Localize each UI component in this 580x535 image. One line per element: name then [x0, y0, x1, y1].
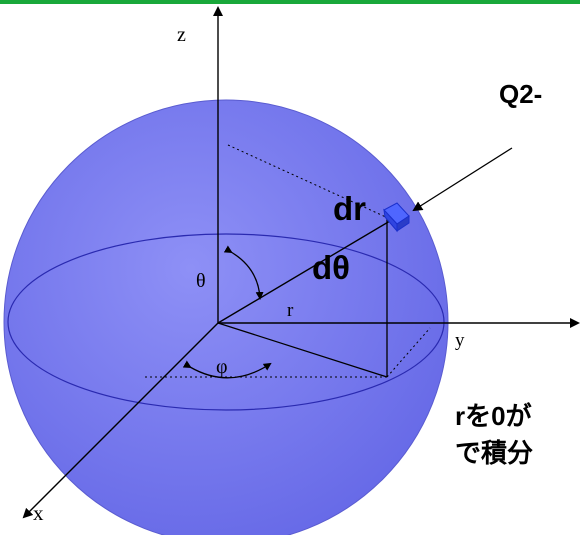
question-label: Q2- — [499, 79, 542, 109]
construction-lines — [217, 218, 388, 378]
pointer-arrow — [412, 147, 513, 212]
theta-arc — [223, 245, 264, 300]
x-axis — [22, 322, 219, 519]
top-bar — [0, 0, 580, 4]
equator-ellipse — [7, 233, 445, 411]
phi-label: φ — [216, 356, 228, 378]
x-axis-label: x — [33, 501, 44, 525]
radius-line — [217, 214, 401, 324]
dr-label: dr — [333, 190, 366, 227]
phi-arc — [182, 360, 272, 379]
theta-label: θ — [196, 270, 206, 292]
projection-lines — [145, 144, 431, 378]
radius-label: r — [287, 300, 294, 321]
note-line-1: rを0が — [455, 401, 532, 431]
y-axis-label: y — [455, 330, 465, 351]
z-axis-label: z — [177, 24, 186, 46]
note-line-2: で積分 — [455, 438, 533, 468]
dtheta-label: dθ — [312, 249, 350, 286]
volume-element — [383, 202, 410, 233]
